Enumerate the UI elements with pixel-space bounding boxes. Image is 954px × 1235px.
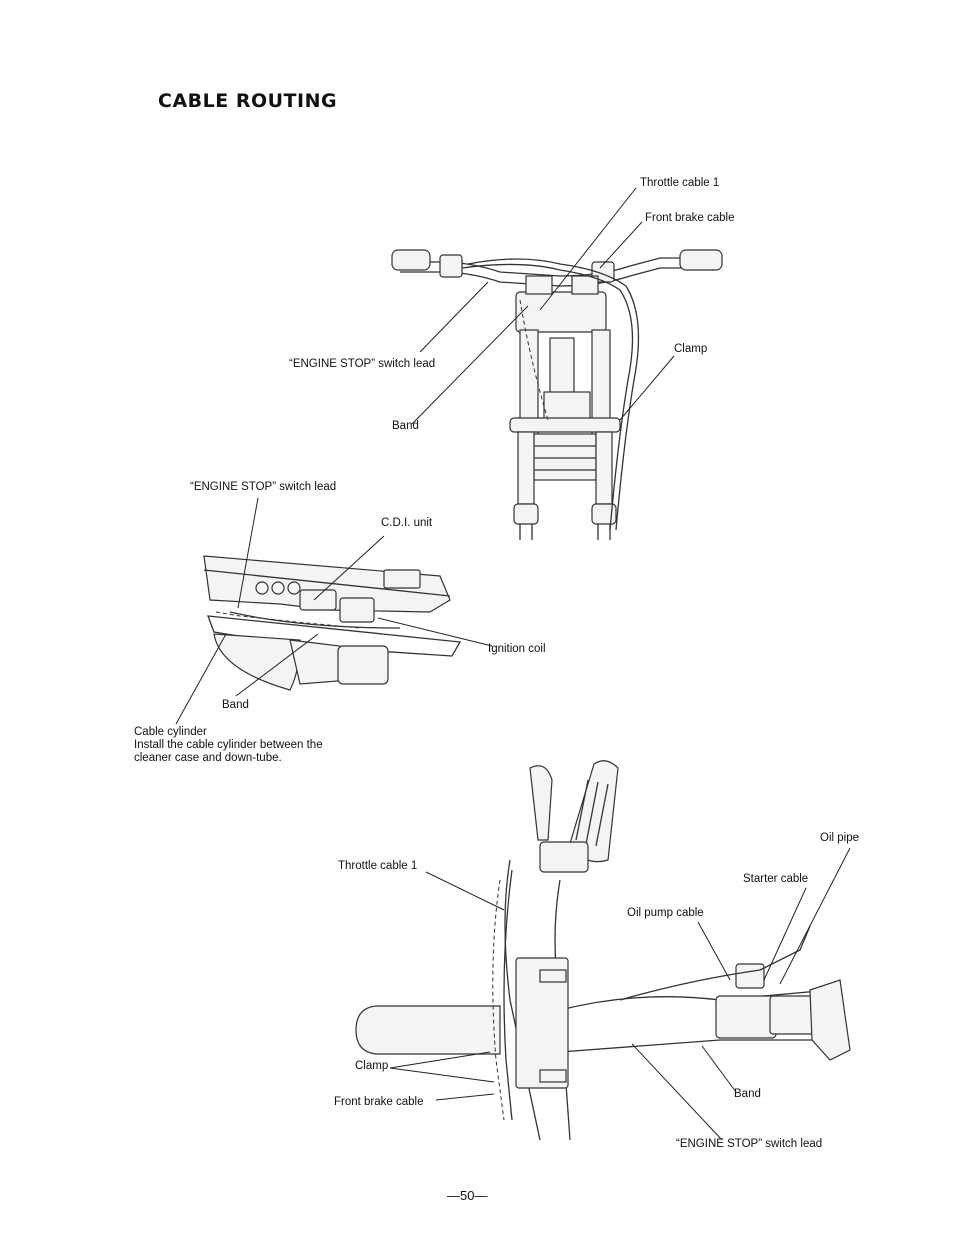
label-front-brake-cable: Front brake cable (334, 1096, 424, 1108)
label-ignition-coil: Ignition coil (488, 643, 546, 655)
page-number: —50— (447, 1188, 488, 1203)
label-band: Band (222, 699, 249, 711)
label-engine-stop-switch-lead: “ENGINE STOP” switch lead (190, 481, 337, 493)
figure2-frame-side-view (175, 497, 493, 725)
label-clamp: Clamp (355, 1060, 389, 1072)
note-line: cleaner case and down-tube. (134, 752, 282, 764)
label-throttle-cable-1: Throttle cable 1 (640, 177, 720, 189)
label-engine-stop-switch-lead: “ENGINE STOP” switch lead (289, 358, 436, 370)
label-band: Band (734, 1088, 761, 1100)
label-cdi-unit: C.D.I. unit (381, 517, 433, 529)
note-line: Cable cylinder (134, 726, 207, 738)
label-band: Band (392, 420, 419, 432)
page-title: CABLE ROUTING (158, 90, 338, 112)
label-front-brake-cable: Front brake cable (645, 212, 735, 224)
note-line: Install the cable cylinder between the (134, 739, 323, 751)
label-throttle-cable-1: Throttle cable 1 (338, 860, 418, 872)
figure1-handlebar-front-view (391, 187, 723, 540)
label-oil-pump-cable: Oil pump cable (627, 907, 704, 919)
label-oil-pipe: Oil pipe (820, 832, 859, 844)
label-clamp: Clamp (674, 343, 708, 355)
label-starter-cable: Starter cable (743, 873, 809, 885)
figure3-handlebar-top-view (355, 760, 851, 1141)
cable-cylinder-note: Cable cylinder Install the cable cylinde… (134, 726, 323, 765)
label-engine-stop-switch-lead: “ENGINE STOP” switch lead (676, 1138, 823, 1150)
